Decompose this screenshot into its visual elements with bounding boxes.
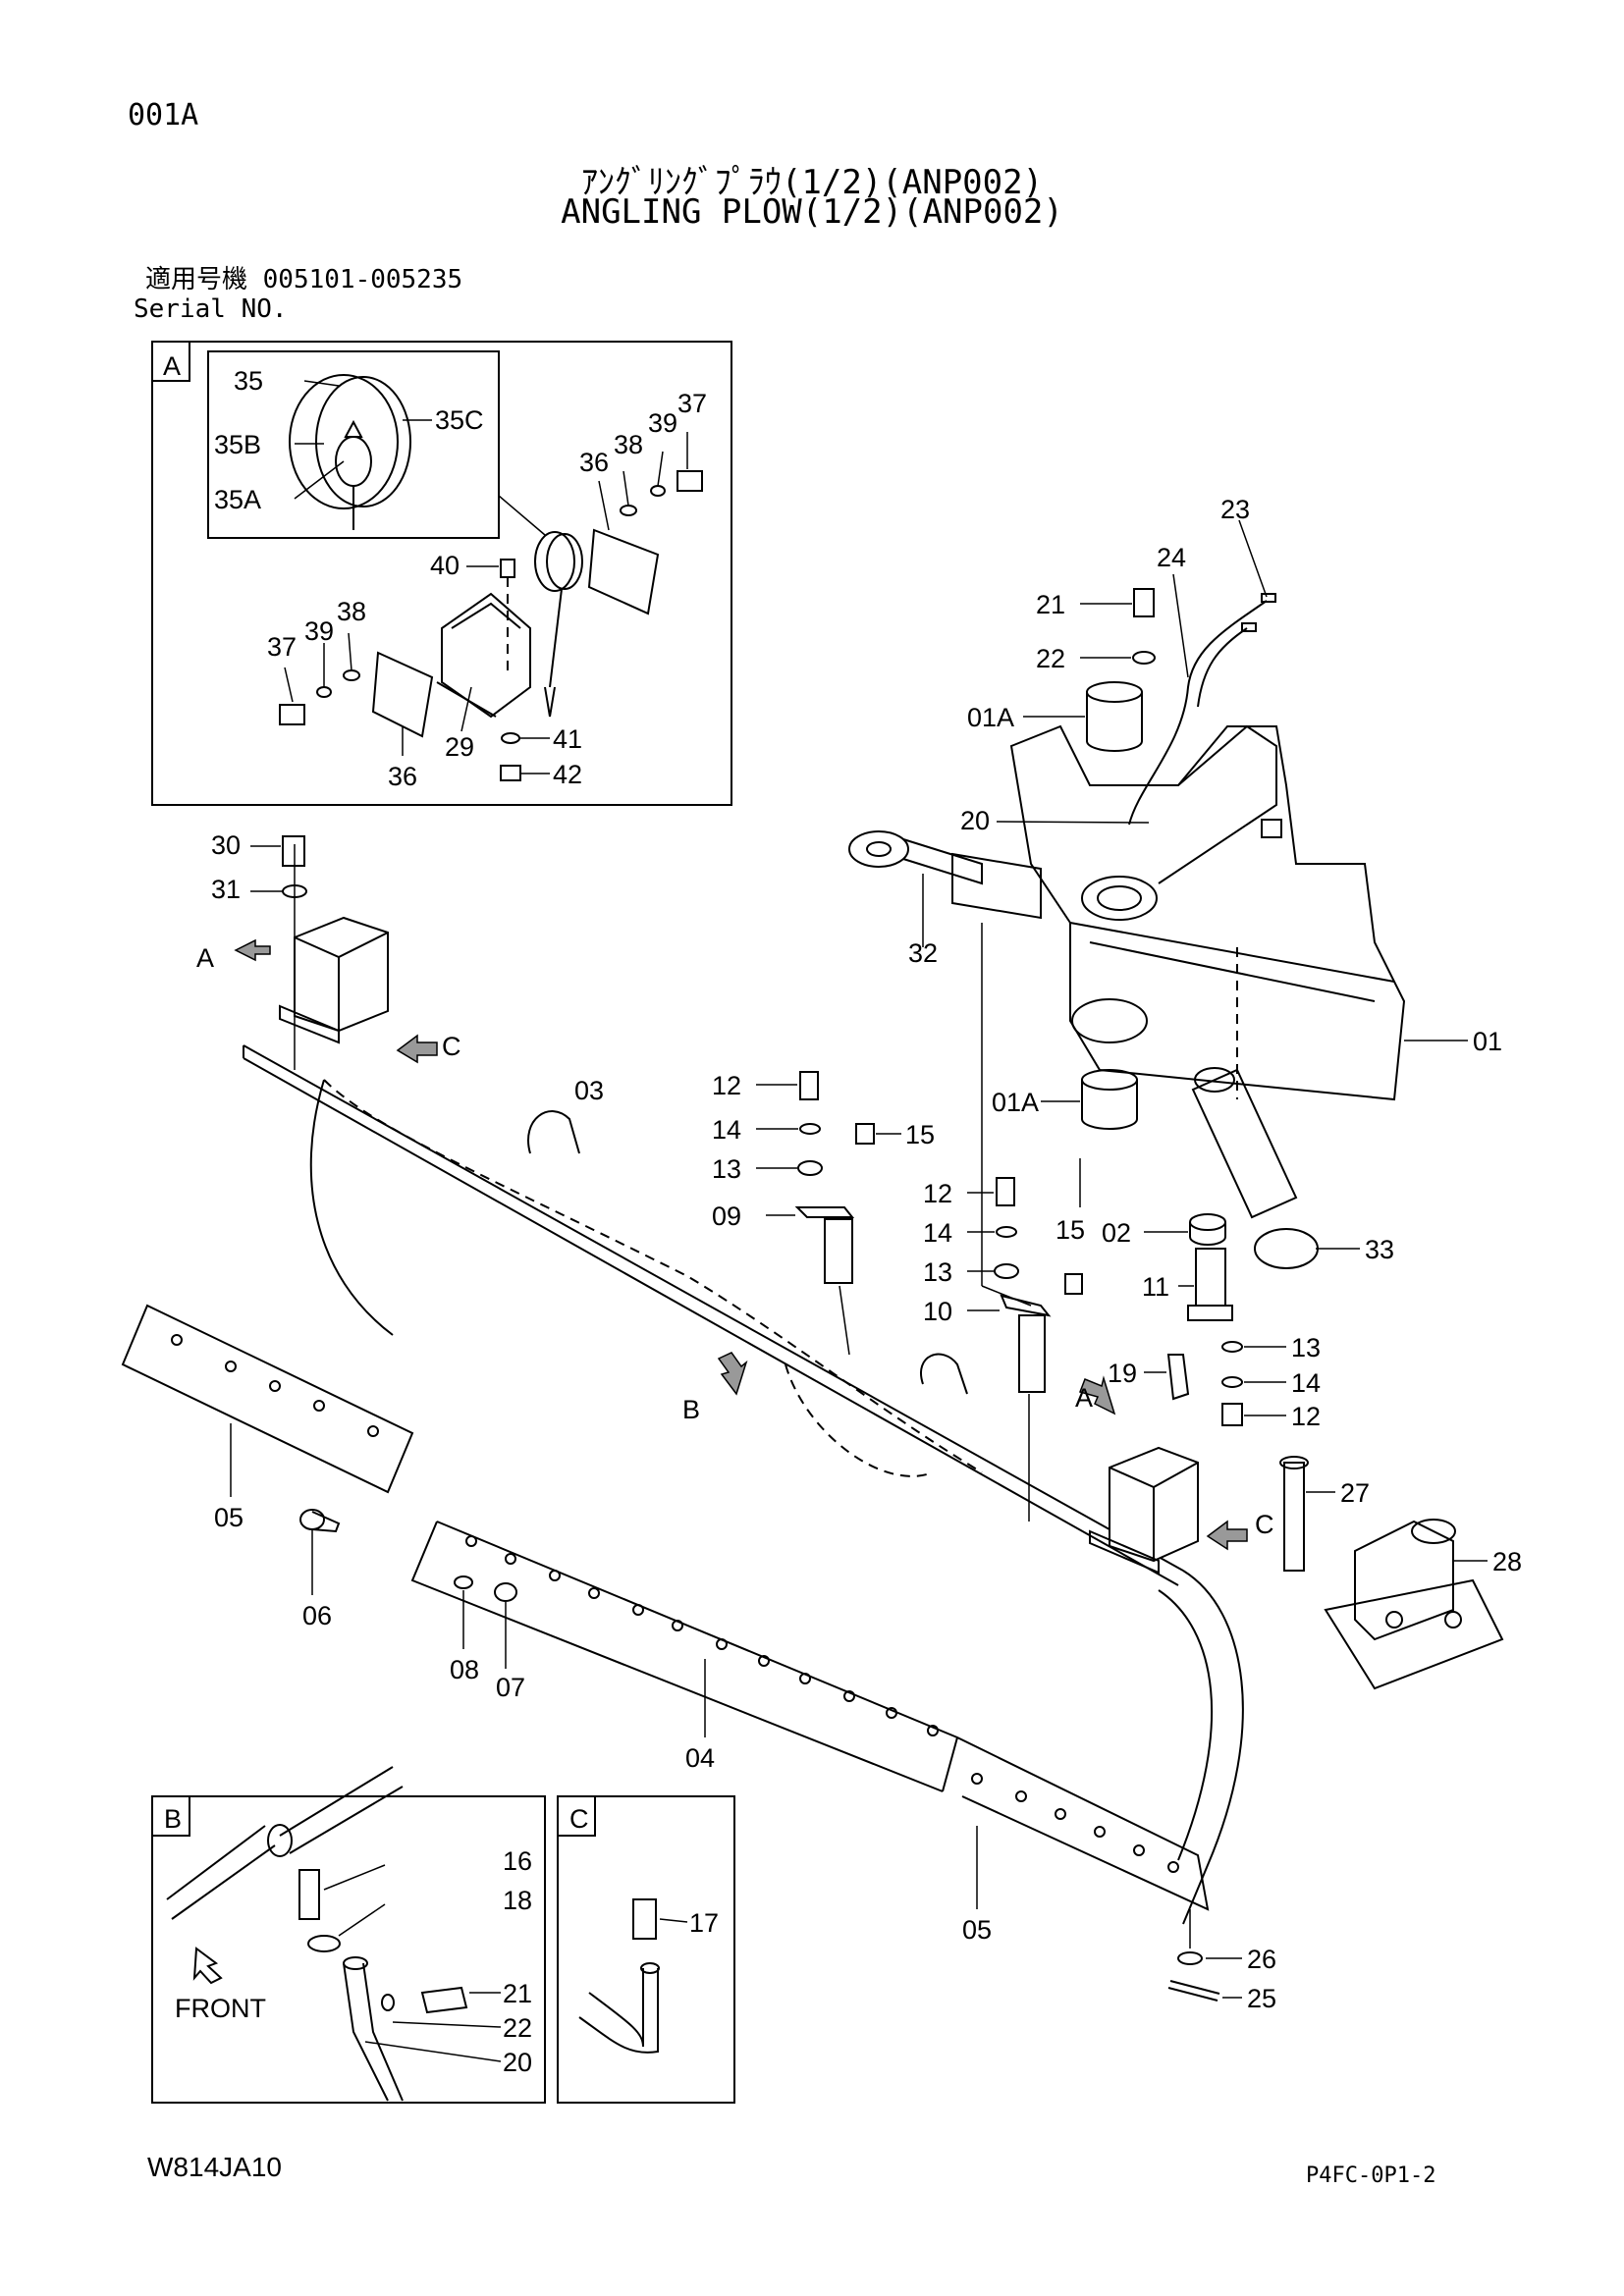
callout-14c: 14 bbox=[1291, 1368, 1321, 1398]
callout-20: 20 bbox=[960, 806, 990, 835]
callout-04: 04 bbox=[685, 1743, 715, 1773]
callout-21-b: 21 bbox=[503, 1979, 532, 2008]
callout-a-right: A bbox=[1075, 1383, 1093, 1413]
callout-c-right: C bbox=[1255, 1510, 1274, 1539]
callout-c-left: C bbox=[442, 1032, 461, 1061]
callout-01a-bottom: 01A bbox=[992, 1088, 1039, 1117]
detail-box-b: B FRONT 16 18 21 22 20 bbox=[151, 1766, 546, 2104]
callout-29: 29 bbox=[445, 732, 474, 762]
callout-13b: 13 bbox=[923, 1257, 952, 1287]
callout-03: 03 bbox=[574, 1076, 604, 1105]
callout-32: 32 bbox=[908, 938, 938, 968]
callout-24: 24 bbox=[1157, 543, 1186, 572]
title-japanese: ｱﾝｸﾞﾘﾝｸﾞﾌﾟﾗｳ(1/2)(ANP002) bbox=[580, 163, 1044, 202]
callout-35b: 35B bbox=[214, 430, 261, 459]
serial-number-label: Serial NO. bbox=[134, 294, 288, 324]
callout-12c: 12 bbox=[1291, 1402, 1321, 1431]
callout-21: 21 bbox=[1036, 590, 1065, 619]
callout-25: 25 bbox=[1247, 1984, 1276, 2013]
detail-box-a: A bbox=[151, 341, 732, 806]
callout-35: 35 bbox=[234, 366, 263, 396]
callout-01: 01 bbox=[1473, 1027, 1502, 1056]
callout-16: 16 bbox=[503, 1846, 532, 1876]
callout-37-top: 37 bbox=[677, 389, 707, 418]
sheet-code: P4FC-0P1-2 bbox=[1306, 2163, 1436, 2188]
callout-30: 30 bbox=[211, 830, 241, 860]
callout-20-b: 20 bbox=[503, 2048, 532, 2077]
callout-38-top: 38 bbox=[614, 430, 643, 459]
callout-12b: 12 bbox=[923, 1179, 952, 1208]
callout-31: 31 bbox=[211, 875, 241, 904]
callout-13c: 13 bbox=[1291, 1333, 1321, 1362]
callout-08: 08 bbox=[450, 1655, 479, 1684]
detail-box-c: C 17 bbox=[557, 1795, 735, 2104]
callout-02: 02 bbox=[1102, 1218, 1131, 1248]
callout-39-left: 39 bbox=[304, 616, 334, 646]
callout-22-b: 22 bbox=[503, 2013, 532, 2043]
callout-10: 10 bbox=[923, 1297, 952, 1326]
callout-19: 19 bbox=[1108, 1359, 1137, 1388]
callout-a-left: A bbox=[196, 943, 214, 973]
callout-39-top: 39 bbox=[648, 408, 677, 438]
callout-05-right: 05 bbox=[962, 1915, 992, 1945]
title-english: ANGLING PLOW(1/2)(ANP002) bbox=[561, 192, 1063, 232]
callout-40: 40 bbox=[430, 551, 460, 580]
callout-28: 28 bbox=[1492, 1547, 1522, 1576]
callout-33: 33 bbox=[1365, 1235, 1394, 1264]
callout-35a: 35A bbox=[214, 485, 261, 514]
callout-36-top: 36 bbox=[579, 448, 609, 477]
callout-05-left: 05 bbox=[214, 1503, 244, 1532]
callout-35c: 35C bbox=[435, 405, 484, 435]
front-label: FRONT bbox=[175, 1994, 266, 2023]
callout-27: 27 bbox=[1340, 1478, 1370, 1508]
callout-13a: 13 bbox=[712, 1154, 741, 1184]
callout-01a-top: 01A bbox=[967, 703, 1014, 732]
callout-42: 42 bbox=[553, 760, 582, 789]
drawing-code: W814JA10 bbox=[147, 2152, 282, 2182]
detail-box-c-label: C bbox=[569, 1804, 589, 1834]
callout-26: 26 bbox=[1247, 1945, 1276, 1974]
frame-assembly bbox=[848, 519, 1468, 1269]
callout-15a: 15 bbox=[905, 1120, 935, 1149]
callout-14a: 14 bbox=[712, 1115, 741, 1145]
detail-box-b-label: B bbox=[164, 1804, 182, 1834]
callout-06: 06 bbox=[302, 1601, 332, 1630]
blade-assembly: 30 31 A C 03 23 24 21 22 01A 20 32 01 01… bbox=[121, 495, 1522, 2013]
callout-14b: 14 bbox=[923, 1218, 952, 1248]
callout-37-left: 37 bbox=[267, 632, 297, 662]
callout-b: B bbox=[682, 1395, 700, 1424]
callout-09: 09 bbox=[712, 1201, 741, 1231]
callout-07: 07 bbox=[496, 1673, 525, 1702]
callout-22: 22 bbox=[1036, 644, 1065, 673]
callout-23: 23 bbox=[1220, 495, 1250, 524]
callout-38-left: 38 bbox=[337, 597, 366, 626]
callout-36-bottom: 36 bbox=[388, 762, 417, 791]
callout-12a: 12 bbox=[712, 1071, 741, 1100]
callout-11: 11 bbox=[1142, 1272, 1169, 1302]
callout-15b: 15 bbox=[1056, 1215, 1085, 1245]
serial-range-japanese: 適用号機 005101-005235 bbox=[145, 265, 463, 294]
callout-17: 17 bbox=[689, 1908, 719, 1938]
callout-18: 18 bbox=[503, 1886, 532, 1915]
callout-41: 41 bbox=[553, 724, 582, 754]
detail-box-a-label: A bbox=[163, 351, 181, 381]
page-code: 001A bbox=[128, 98, 199, 133]
